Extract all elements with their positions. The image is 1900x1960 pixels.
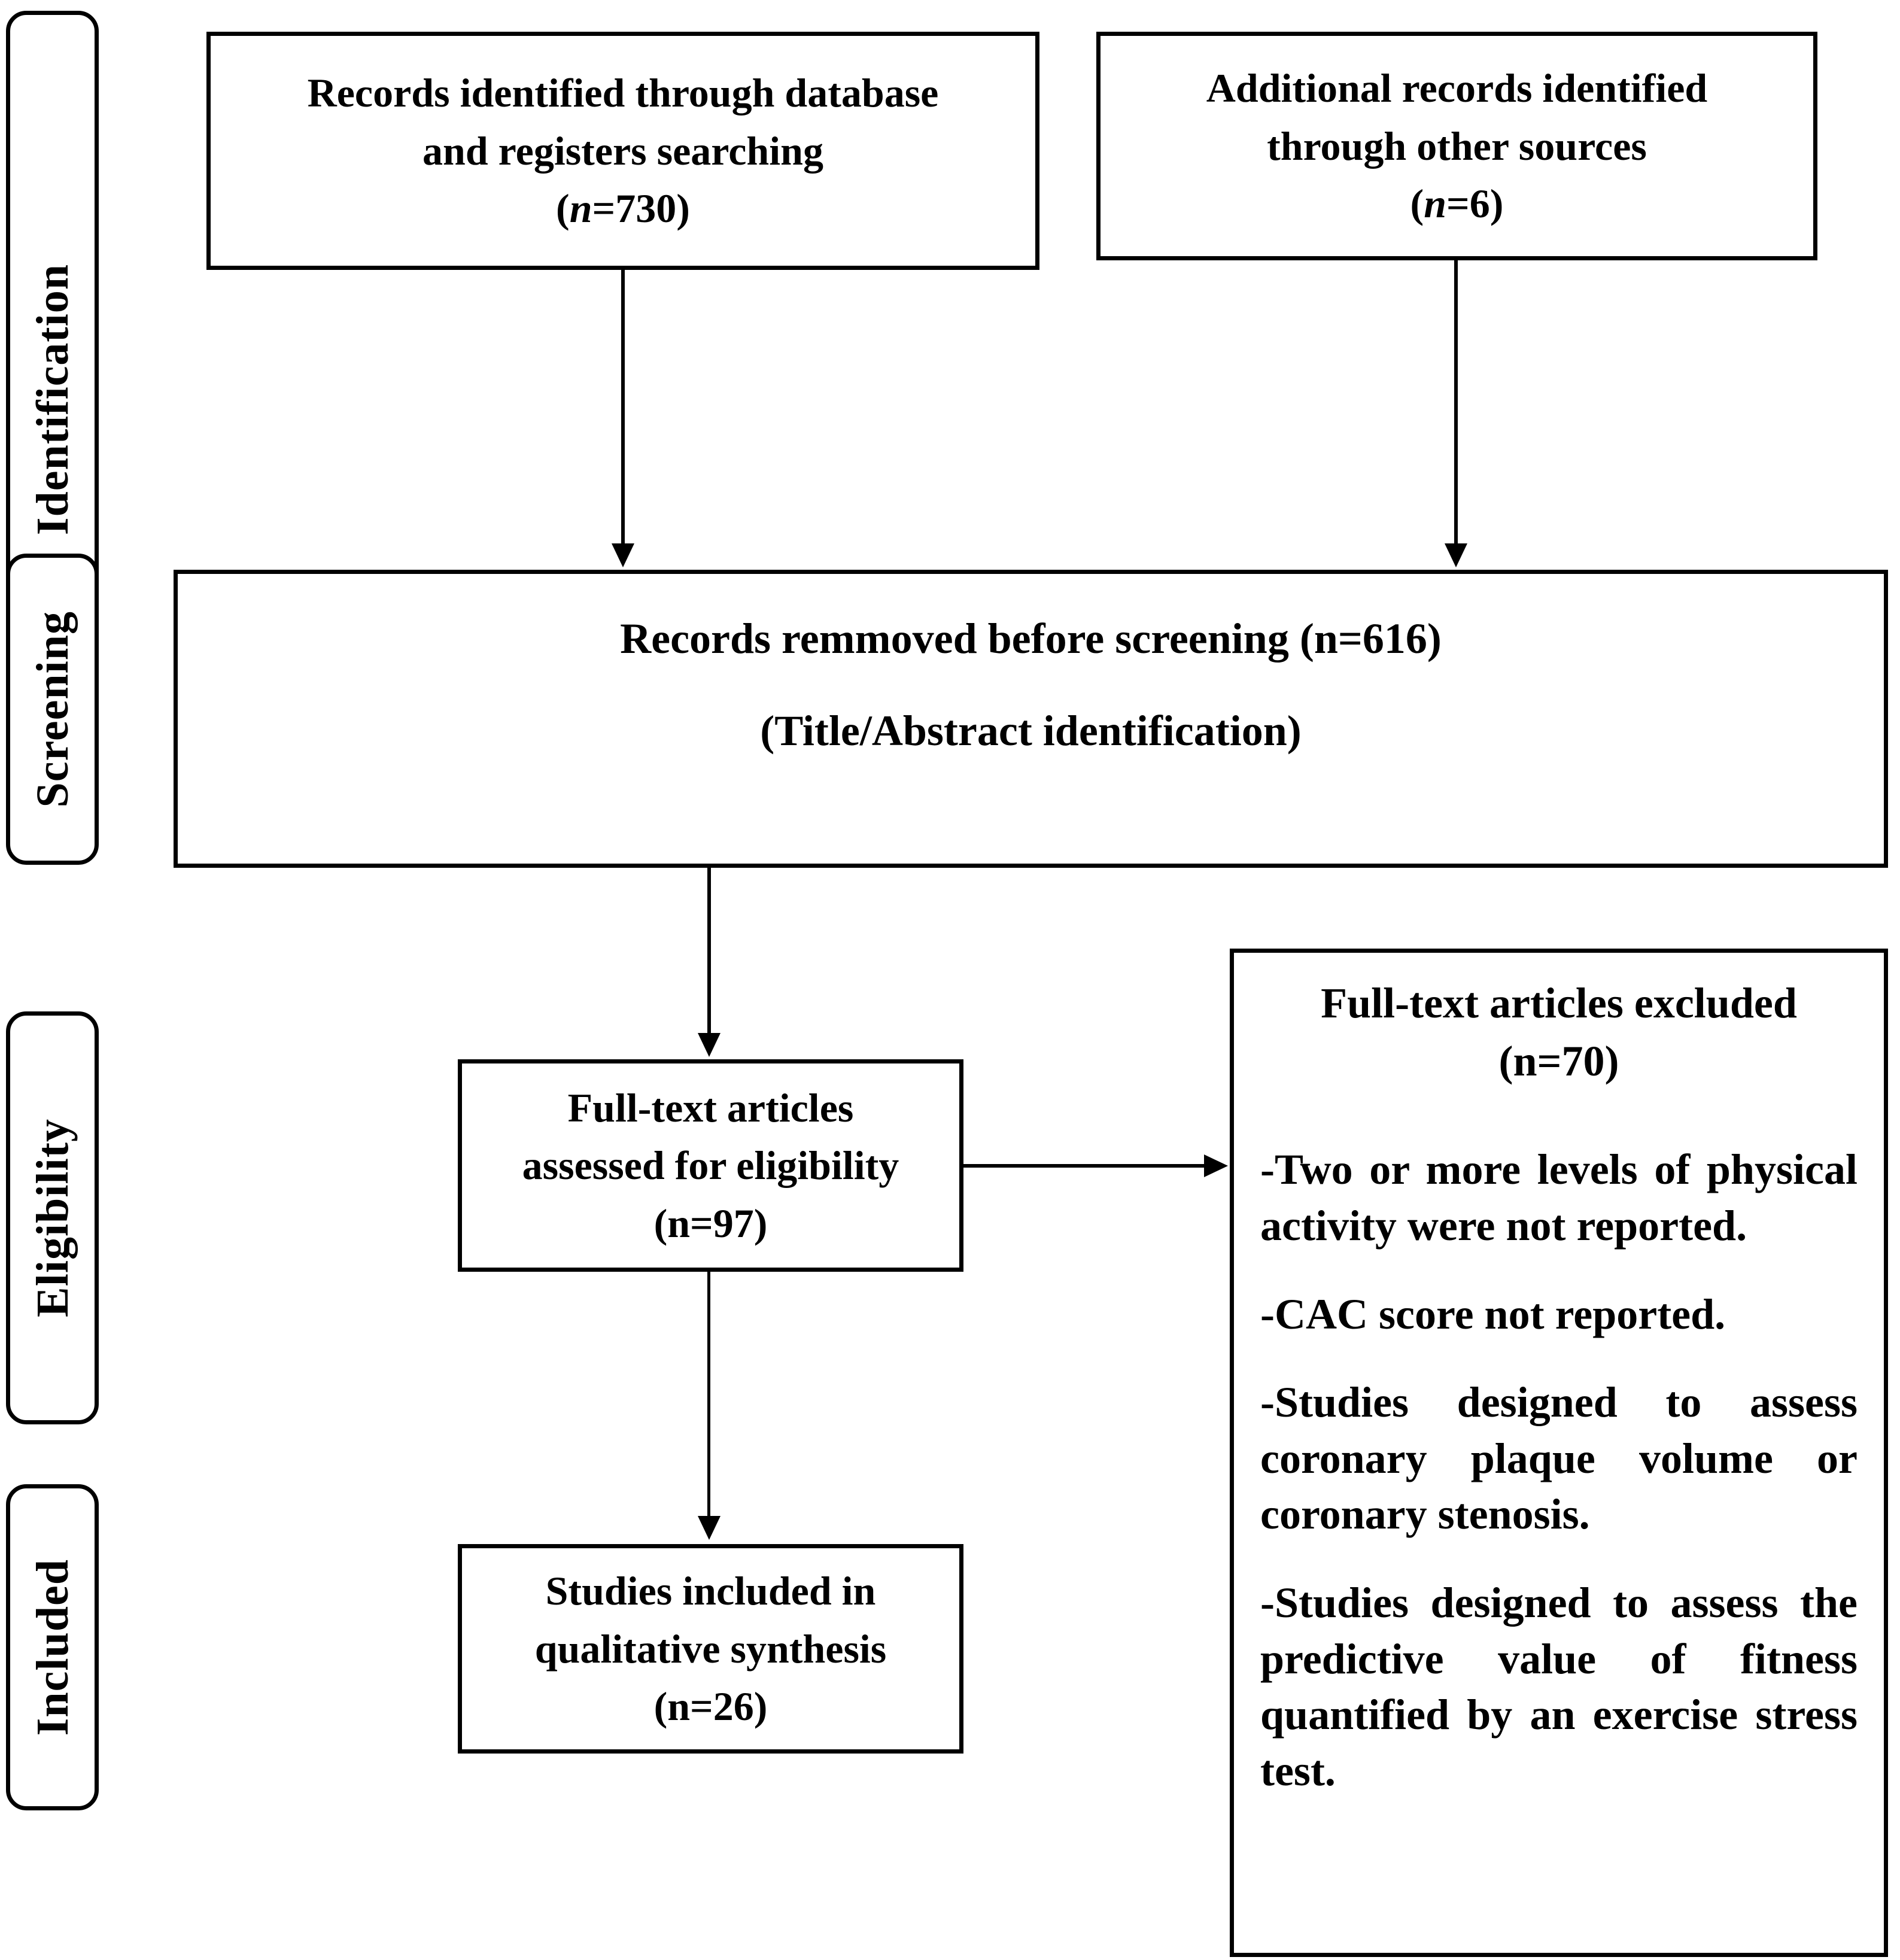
- box-studies-included: Studies included in qualitative synthesi…: [458, 1544, 963, 1754]
- box-other-records: Additional records identified through ot…: [1096, 32, 1817, 260]
- count-value: =6): [1446, 181, 1504, 227]
- connector-fulltext-to-included: [707, 1272, 710, 1518]
- other-records-line2: through other sources: [1267, 123, 1647, 169]
- arrowhead-fulltext-to-included: [698, 1516, 721, 1540]
- database-records-count: (n=730): [556, 180, 690, 238]
- full-text-excluded-heading: Full-text articles excluded: [1321, 979, 1797, 1027]
- arrowhead-fulltext-to-excluded: [1204, 1154, 1228, 1177]
- connector-fulltext-to-excluded: [963, 1164, 1206, 1168]
- studies-included-count: (n=26): [653, 1684, 768, 1730]
- stage-label-identification: Identification: [27, 264, 78, 536]
- exclusion-reason-3: -Studies designed to assess coronary pla…: [1260, 1378, 1858, 1539]
- database-records-line2: and registers searching: [422, 127, 823, 174]
- box-full-text-assessed: Full-text articles assessed for eligibil…: [458, 1059, 963, 1272]
- arrowhead-database-to-screening: [612, 543, 634, 567]
- italic-n: n: [1424, 181, 1447, 227]
- arrowhead-other-to-screening: [1445, 543, 1467, 567]
- arrowhead-screening-to-fulltext: [698, 1033, 721, 1057]
- database-records-line1: Records identified through database: [307, 70, 939, 116]
- connector-screening-to-fulltext: [707, 868, 711, 1034]
- full-text-assessed-line1: Full-text articles: [567, 1084, 854, 1131]
- stage-box-included: Included: [6, 1484, 99, 1810]
- box-records-removed: Records remmoved before screening (n=616…: [174, 570, 1888, 868]
- stage-box-screening: Screening: [6, 554, 99, 865]
- paren-open: (: [1410, 181, 1424, 227]
- stage-label-eligibility: Eligibility: [27, 1119, 78, 1317]
- other-records-line1: Additional records identified: [1206, 65, 1708, 111]
- studies-included-line1: Studies included in: [545, 1568, 876, 1614]
- exclusion-reason-1: -Two or more levels of physical activity…: [1260, 1145, 1858, 1250]
- records-removed-line2: (Title/Abstract identification): [760, 706, 1302, 755]
- paren-open: (: [556, 186, 570, 232]
- stage-label-screening: Screening: [27, 610, 78, 808]
- stage-label-included: Included: [27, 1558, 78, 1736]
- box-database-records: Records identified through database and …: [206, 32, 1039, 270]
- connector-database-to-screening: [621, 270, 625, 545]
- full-text-assessed-count: (n=97): [653, 1200, 768, 1246]
- box-full-text-excluded: Full-text articles excluded (n=70) -Two …: [1230, 949, 1888, 1957]
- count-value: =730): [592, 186, 690, 232]
- connector-other-to-screening: [1454, 260, 1458, 545]
- italic-n: n: [569, 186, 592, 232]
- other-records-count: (n=6): [1410, 175, 1504, 233]
- exclusion-reason-4: -Studies designed to assess the predicti…: [1260, 1578, 1858, 1795]
- studies-included-line2: qualitative synthesis: [534, 1625, 887, 1672]
- full-text-assessed-line2: assessed for eligibility: [522, 1142, 899, 1189]
- exclusion-reason-2: -CAC score not reported.: [1260, 1290, 1726, 1338]
- records-removed-line1: Records remmoved before screening (n=616…: [620, 615, 1442, 663]
- stage-box-eligibility: Eligibility: [6, 1011, 99, 1424]
- full-text-excluded-count: (n=70): [1498, 1037, 1619, 1086]
